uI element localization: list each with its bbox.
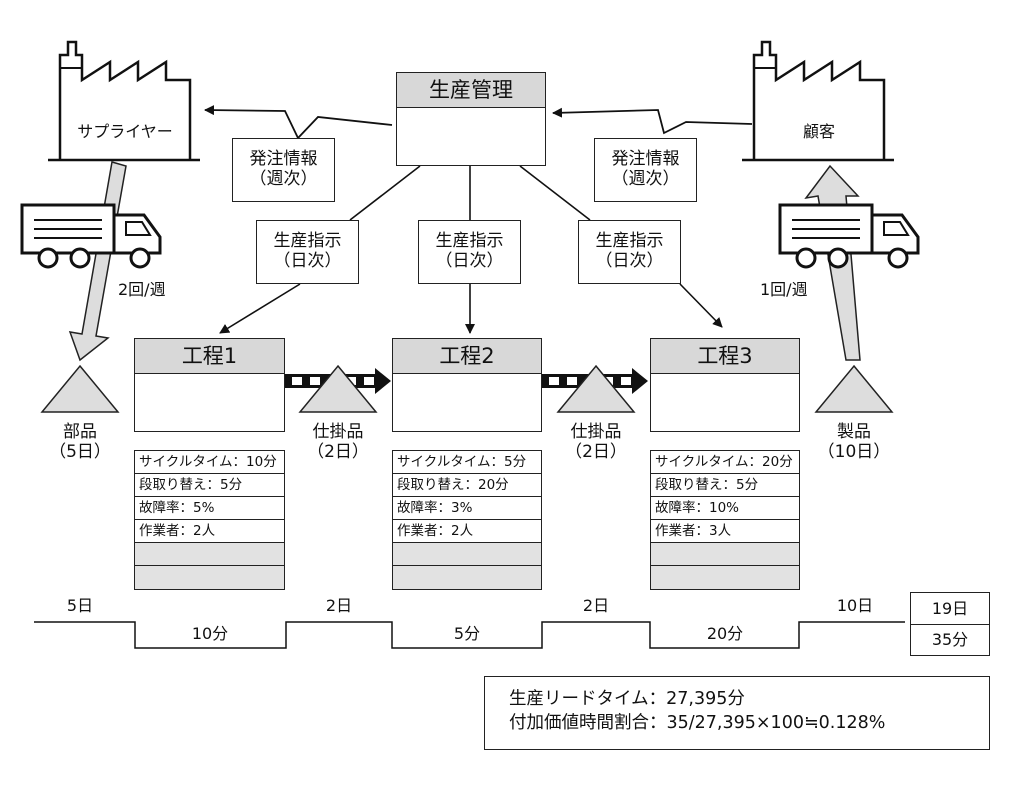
total-minutes: 35分 [931, 630, 969, 649]
instruction-1-line2: （日次） [273, 251, 342, 271]
process-2-failure-rate: 故障率：3% [393, 497, 541, 520]
instruction-3-line2: （日次） [595, 251, 664, 271]
timeline-process-1: 10分 [191, 624, 229, 643]
inventory-triangle-product [814, 364, 894, 413]
process-3-blank-row [651, 566, 799, 589]
process-3-data-box: サイクルタイム：20分 段取り替え：5分 故障率：10% 作業者：3人 [650, 450, 800, 590]
summary-value-added-ratio: 付加価値時間割合：35/27,395×100≒0.128% [509, 713, 886, 733]
inventory-wip-1-days: （2日） [307, 442, 369, 462]
info-arrow-customer [552, 107, 753, 135]
process-2-blank-row [393, 543, 541, 566]
instruction-2-line2: （日次） [435, 251, 504, 271]
process-2-blank-row [393, 566, 541, 589]
process-3-title: 工程3 [650, 338, 800, 374]
process-1-data-box: サイクルタイム：10分 段取り替え：5分 故障率：5% 作業者：2人 [134, 450, 285, 590]
inventory-wip-2-name: 仕掛品 [570, 422, 622, 442]
production-instruction-3: 生産指示 （日次） [578, 220, 681, 284]
production-instruction-2: 生産指示 （日次） [418, 220, 521, 284]
inventory-label-wip-2: 仕掛品 （2日） [546, 422, 646, 462]
order-info-left-line2: （週次） [249, 169, 318, 189]
process-3-blank-row [651, 543, 799, 566]
order-info-left-line1: 発注情報 [249, 149, 318, 169]
delivery-frequency-out: 1回/週 [760, 280, 808, 299]
timeline-wait-4: 10日 [836, 596, 874, 615]
process-1-changeover: 段取り替え：5分 [135, 474, 284, 497]
inventory-product-name: 製品 [837, 422, 871, 442]
process-2-cycle-time: サイクルタイム：5分 [393, 451, 541, 474]
process-2-workers: 作業者：2人 [393, 520, 541, 543]
timeline-process-3: 20分 [706, 624, 744, 643]
inventory-triangle-wip-1 [298, 364, 378, 413]
total-days: 19日 [911, 593, 989, 625]
process-2-changeover: 段取り替え：20分 [393, 474, 541, 497]
process-1-cycle-time: サイクルタイム：10分 [135, 451, 284, 474]
inventory-triangle-parts [40, 364, 120, 413]
process-3-workers: 作業者：3人 [651, 520, 799, 543]
order-info-left: 発注情報 （週次） [232, 138, 335, 202]
production-control-title: 生産管理 [396, 72, 546, 108]
process-2-title: 工程2 [392, 338, 542, 374]
inventory-wip-1-name: 仕掛品 [312, 422, 364, 442]
supplier-label: サプライヤー [77, 122, 173, 141]
timeline-line [34, 621, 905, 649]
summary-box: 生産リードタイム：27,395分 付加価値時間割合：35/27,395×100≒… [484, 676, 990, 750]
info-arrow-supplier [204, 105, 393, 140]
inventory-product-days: （10日） [817, 442, 891, 462]
process-1-blank-row [135, 543, 284, 566]
inventory-label-parts: 部品 （5日） [30, 422, 130, 462]
timeline-wait-1: 5日 [66, 596, 94, 615]
process-2-data-box: サイクルタイム：5分 段取り替え：20分 故障率：3% 作業者：2人 [392, 450, 542, 590]
instruction-3-line1: 生産指示 [595, 231, 664, 251]
truck-icon-out [778, 203, 920, 269]
process-1-title: 工程1 [134, 338, 285, 374]
inventory-label-wip-1: 仕掛品 （2日） [288, 422, 388, 462]
production-instruction-1: 生産指示 （日次） [256, 220, 359, 284]
order-info-right-line1: 発注情報 [611, 149, 680, 169]
inventory-wip-2-days: （2日） [565, 442, 627, 462]
process-3-failure-rate: 故障率：10% [651, 497, 799, 520]
timeline-wait-2: 2日 [325, 596, 353, 615]
order-info-right-line2: （週次） [611, 169, 680, 189]
delivery-frequency-in: 2回/週 [118, 280, 166, 299]
process-3-changeover: 段取り替え：5分 [651, 474, 799, 497]
instruction-2-line1: 生産指示 [435, 231, 504, 251]
truck-icon-in [20, 203, 162, 269]
inventory-parts-days: （5日） [49, 442, 111, 462]
instruction-lines [219, 165, 723, 334]
inventory-label-product: 製品 （10日） [804, 422, 904, 462]
customer-label: 顧客 [802, 122, 835, 141]
process-1-blank-row [135, 566, 284, 589]
timeline-wait-3: 2日 [582, 596, 610, 615]
process-1-workers: 作業者：2人 [135, 520, 284, 543]
process-3-cycle-time: サイクルタイム：20分 [651, 451, 799, 474]
supplier-factory-icon [48, 40, 200, 162]
instruction-1-line1: 生産指示 [273, 231, 342, 251]
customer-factory-icon [742, 40, 894, 162]
totals-box: 19日 35分 [910, 592, 990, 656]
order-info-right: 発注情報 （週次） [594, 138, 697, 202]
summary-lead-time: 生産リードタイム：27,395分 [509, 689, 745, 709]
process-1-failure-rate: 故障率：5% [135, 497, 284, 520]
inventory-triangle-wip-2 [556, 364, 636, 413]
inventory-parts-name: 部品 [63, 422, 97, 442]
timeline-process-2: 5分 [453, 624, 481, 643]
